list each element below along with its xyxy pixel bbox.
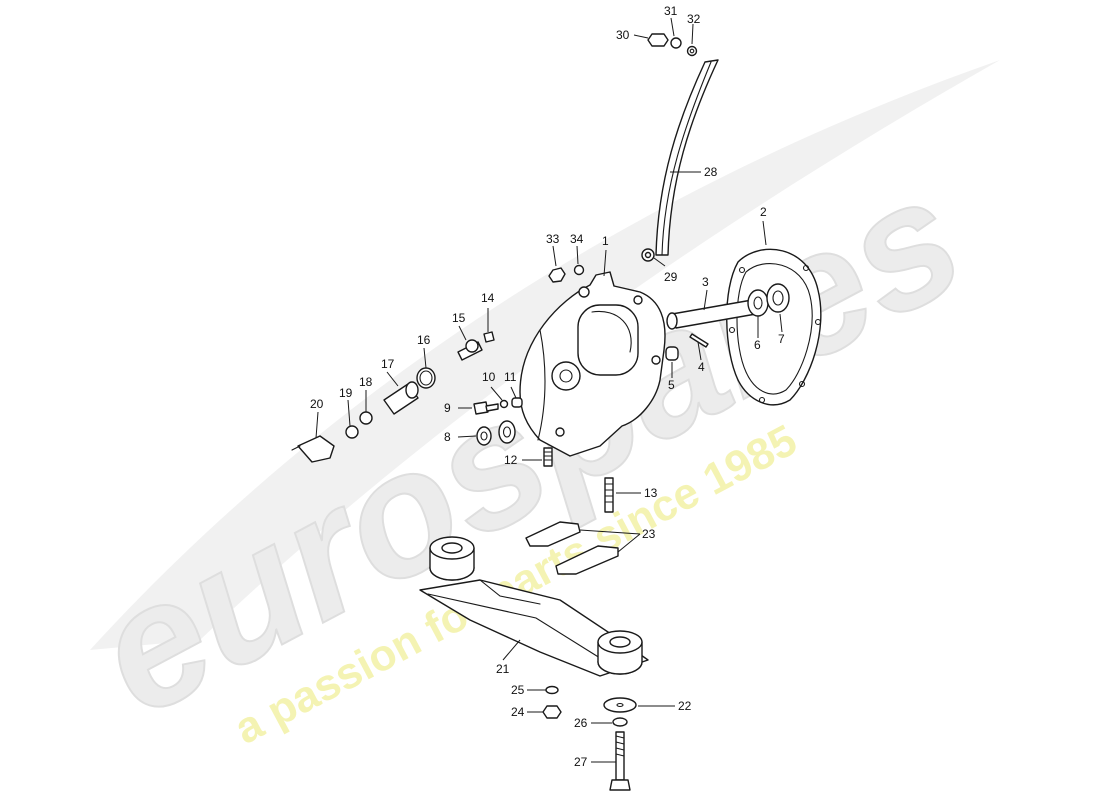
callout-16: 16 [417,333,431,347]
callout-9: 9 [444,401,451,415]
callout-33: 33 [546,232,560,246]
callout-13: 13 [644,486,658,500]
callout-20: 20 [310,397,324,411]
callout-12: 12 [504,453,518,467]
callout-7: 7 [778,332,785,346]
watermark-brand: eurospares [66,138,991,753]
housing-part [519,271,666,457]
callout-22: 22 [678,699,692,713]
cable-rod-part [641,33,719,262]
mount-hardware [542,685,637,791]
callout-6: 6 [754,338,761,352]
leader-lines [315,17,783,763]
callout-labels: 1 2 3 4 5 6 7 8 9 10 11 12 13 14 15 16 1… [310,4,785,769]
small-parts [473,264,585,446]
callout-31: 31 [664,4,678,18]
callout-23: 23 [642,527,656,541]
callout-15: 15 [452,311,466,325]
callout-27: 27 [574,755,588,769]
callout-8: 8 [444,430,451,444]
callout-14: 14 [481,291,495,305]
callout-21: 21 [496,662,510,676]
shaft-part [665,283,790,361]
callout-4: 4 [698,360,705,374]
callout-11: 11 [504,370,517,384]
callout-10: 10 [482,370,496,384]
watermark-swoosh [90,60,1000,650]
callout-2: 2 [760,205,767,219]
callout-28: 28 [704,165,718,179]
stud-parts [543,447,614,513]
gasket-part [726,248,822,406]
callout-5: 5 [668,378,675,392]
callout-25: 25 [511,683,525,697]
callout-32: 32 [687,12,701,26]
callout-29: 29 [664,270,678,284]
callout-30: 30 [616,28,630,42]
callout-3: 3 [702,275,709,289]
callout-18: 18 [359,375,373,389]
callout-19: 19 [339,386,353,400]
callout-24: 24 [511,705,525,719]
callout-26: 26 [574,716,588,730]
crossmember-part [419,536,649,677]
bracket-plates-part [525,521,619,575]
callout-34: 34 [570,232,584,246]
callout-17: 17 [381,357,395,371]
callout-1: 1 [602,234,609,248]
